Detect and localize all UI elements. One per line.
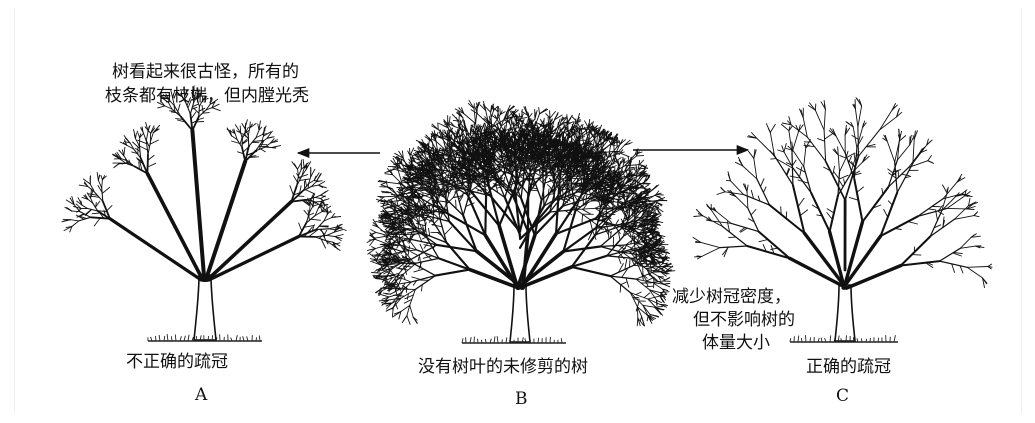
label-a: A — [195, 385, 208, 405]
page-border — [14, 8, 1022, 413]
tree-a-incorrect-thinning — [61, 85, 347, 341]
label-b: B — [515, 389, 528, 409]
annotation-a-line1: 树看起来很古怪，所有的 — [112, 62, 299, 82]
caption-c: 正确的疏冠 — [806, 357, 891, 377]
grass-tufts — [147, 334, 896, 344]
annotation-a-line2: 枝条都有枝端，但内膛光秃 — [105, 86, 309, 106]
annotation-c-line3: 体量大小 — [702, 333, 770, 353]
annotation-c-line2: 但不影响树的 — [693, 310, 795, 330]
tree-b-unpruned — [366, 99, 676, 343]
annotation-c-line1: 减少树冠密度， — [672, 287, 791, 307]
tree-c-correct-thinning — [692, 97, 993, 342]
caption-b: 没有树叶的未修剪的树 — [418, 357, 588, 377]
label-c: C — [836, 386, 850, 406]
caption-a: 不正确的疏冠 — [126, 352, 228, 372]
